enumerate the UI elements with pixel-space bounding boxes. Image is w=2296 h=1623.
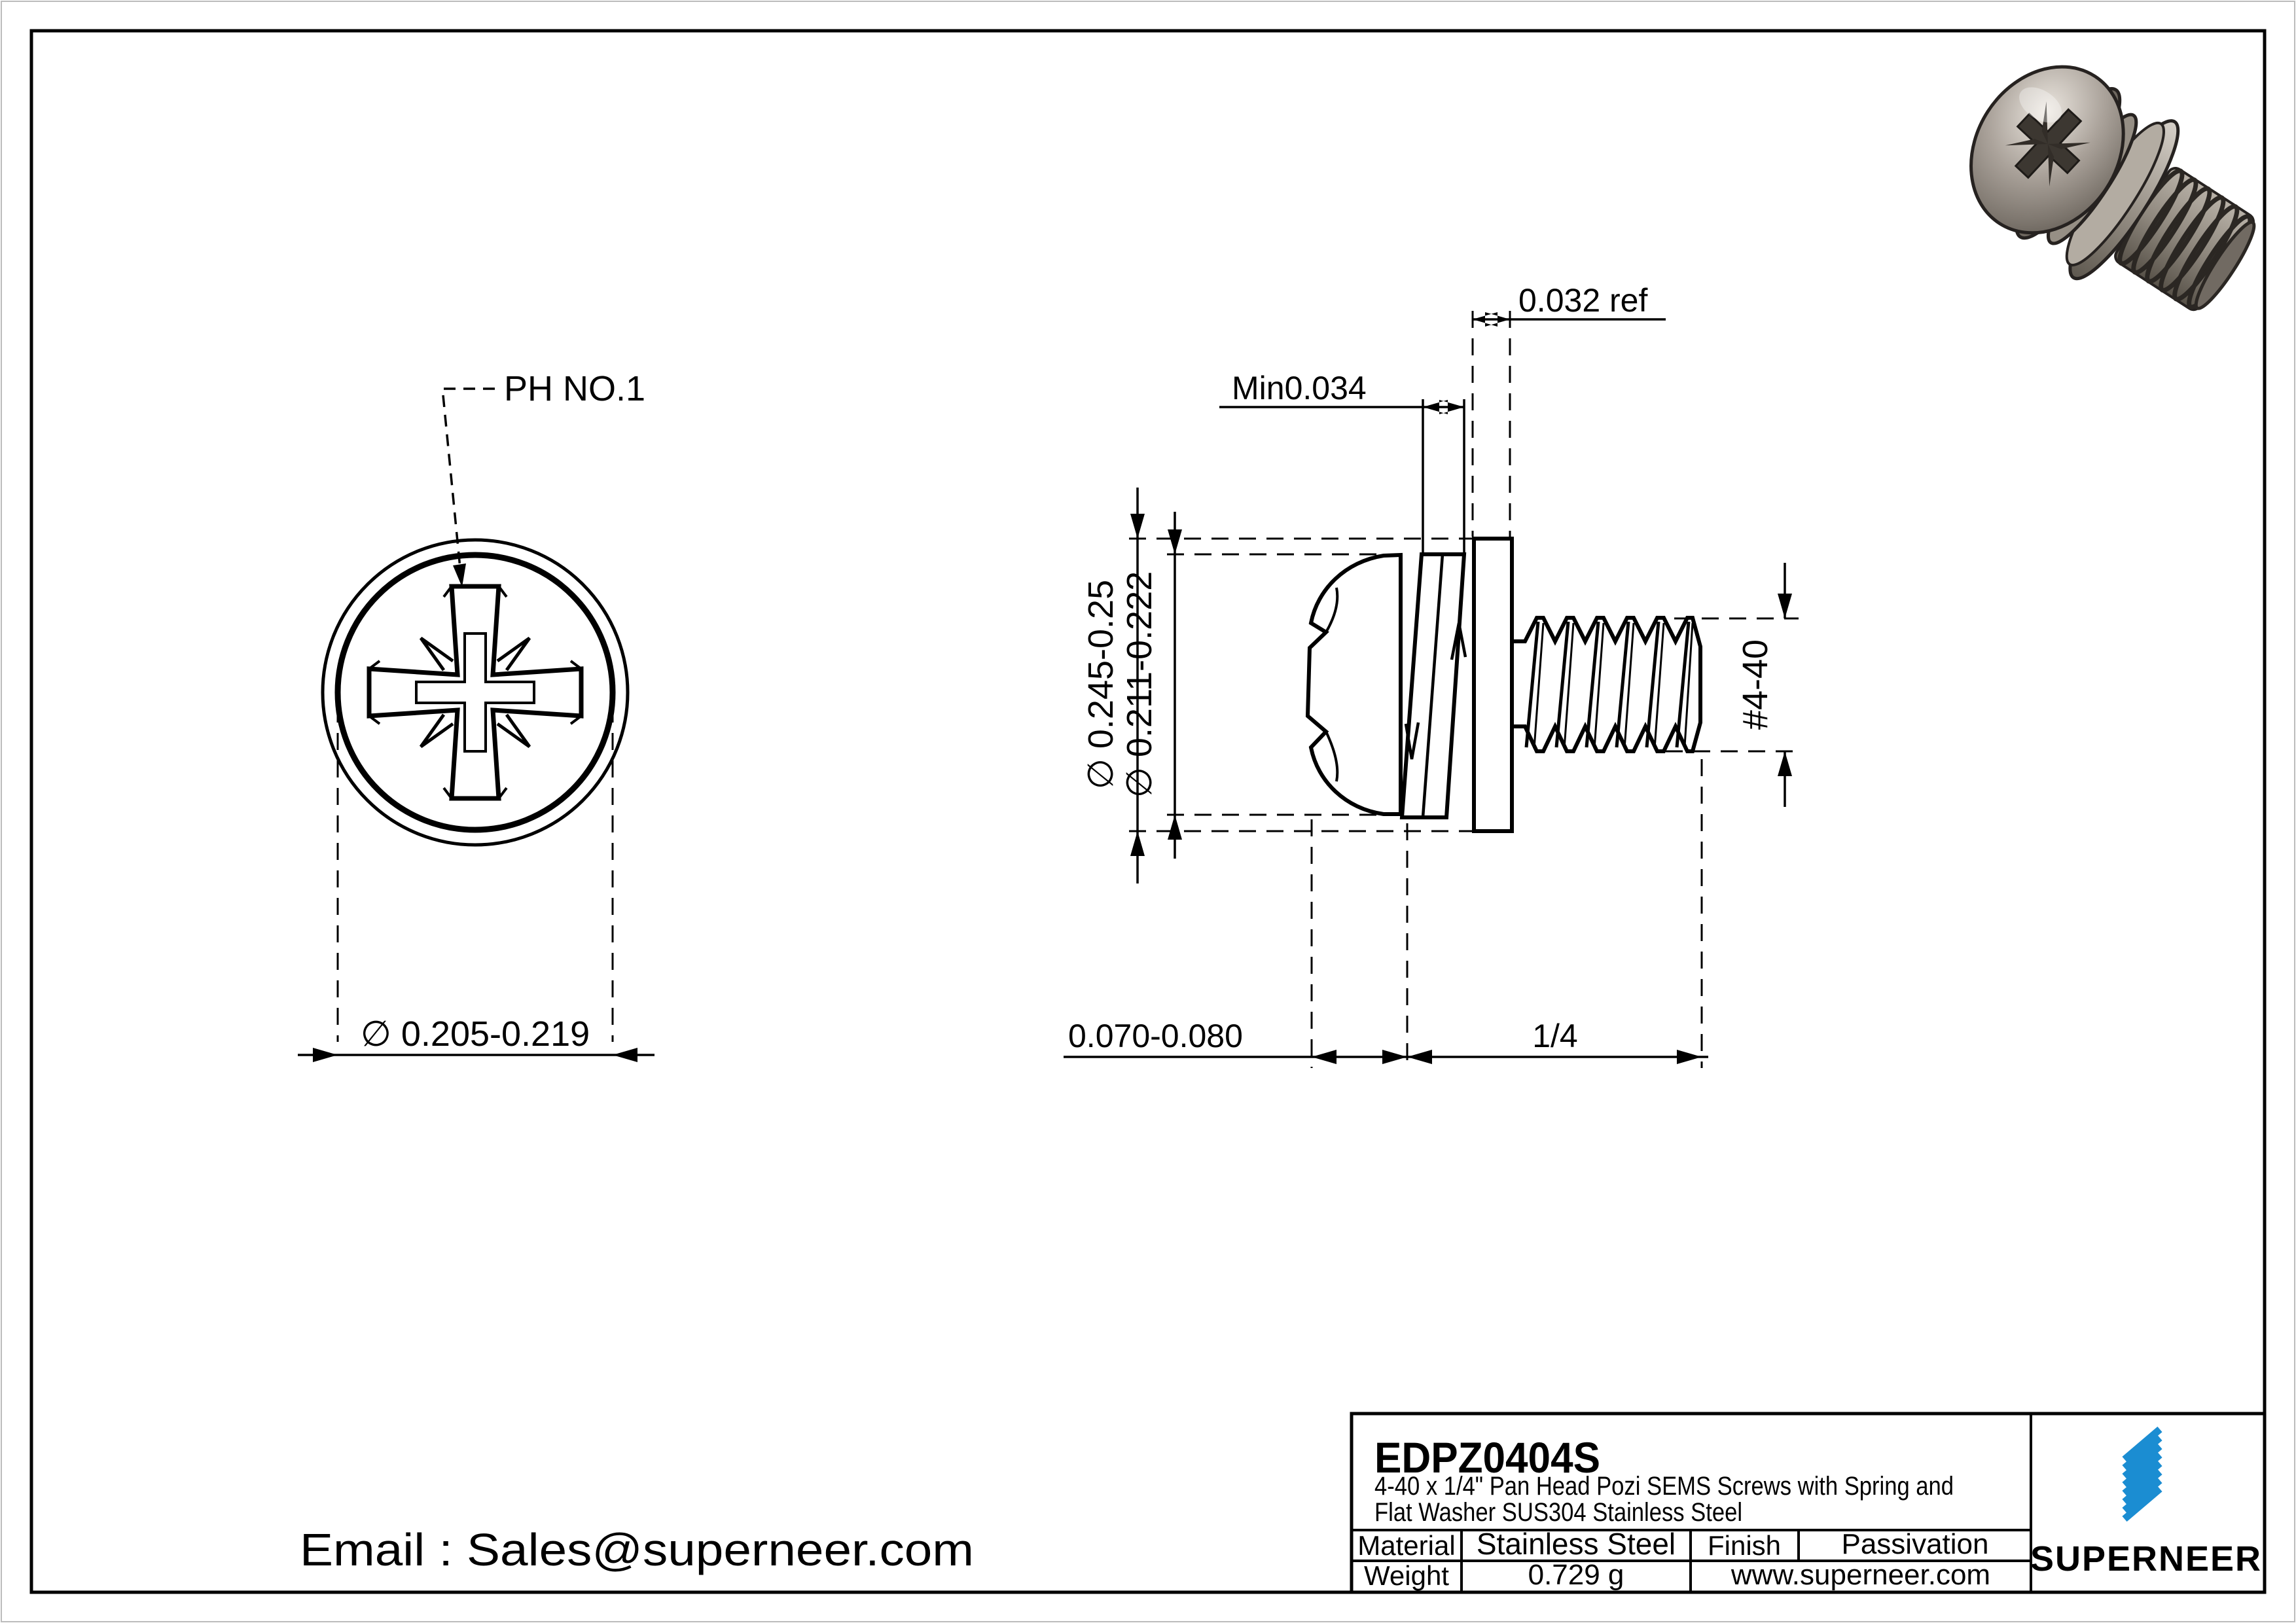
head-height-text: 0.070-0.080	[1068, 1018, 1243, 1054]
extension-lines	[1422, 399, 1465, 553]
recess-profile-lines	[1325, 587, 1339, 782]
dimension-arrows	[1423, 400, 1464, 414]
spring-washer	[1399, 552, 1467, 819]
head-diameter-dimension: ∅ 0.205-0.219	[298, 705, 655, 1062]
title-block: EDPZ0404S 4-40 x 1/4" Pan Head Pozi SEMS…	[1350, 1412, 2267, 1594]
dimension-arrows	[1778, 594, 1792, 776]
pozi-cross	[367, 584, 584, 801]
length-dimensions: 0.070-0.080 1/4	[1064, 759, 1708, 1068]
pan-head-outline	[1305, 552, 1403, 816]
drive-label: PH NO.1	[504, 369, 645, 408]
title-block-frame	[1350, 1412, 2267, 1594]
thread-size-text: #4-40	[1736, 639, 1775, 730]
washer-thickness-dimension: 0.032 ref	[1471, 282, 1666, 537]
washer-od-text: ∅ 0.245-0.25	[1081, 580, 1121, 789]
thread-flank-lines	[1524, 621, 1691, 748]
head-outline-circle	[334, 552, 616, 833]
spring-coil-line	[1421, 554, 1444, 818]
pozi-cross-outline	[367, 584, 584, 801]
render-pozi-recess	[2005, 101, 2090, 187]
product-render-3d	[1969, 65, 2256, 312]
render-highlight	[2019, 87, 2062, 123]
front-view: PH NO.1 ∅ 0.205-0.219	[298, 369, 655, 1062]
material-label: Material	[1357, 1530, 1455, 1561]
extension-lines	[1471, 311, 1511, 537]
render-shank-end	[2194, 220, 2256, 310]
title-block-grid-lines	[1352, 1414, 2032, 1592]
finish-label: Finish	[1708, 1530, 1781, 1561]
extension-lines	[1129, 537, 1476, 832]
extension-lines	[1167, 553, 1381, 816]
email-text: Email : Sales@superneer.com	[300, 1524, 974, 1575]
extension-lines	[336, 705, 614, 1042]
weight-label: Weight	[1364, 1560, 1449, 1591]
threaded-shank	[1510, 616, 1702, 753]
leader-arrowhead	[453, 563, 466, 587]
superneer-logo: SUPERNEER	[2030, 1426, 2262, 1578]
spring-min-dimension: Min0.034	[1219, 370, 1465, 553]
logo-stripes-icon	[2122, 1426, 2162, 1522]
description-line2: Flat Washer SUS304 Stainless Steel	[1374, 1498, 1742, 1527]
brand-name: SUPERNEER	[2030, 1539, 2262, 1578]
screw-head-profile	[1305, 552, 1403, 816]
pozi-tip-flares	[368, 585, 583, 800]
head-od-dimension: ∅ 0.211-0.222	[1120, 512, 1381, 859]
pozi-cross-inner-line	[415, 632, 535, 753]
spring-coil-gaps	[1404, 622, 1467, 760]
weight-value: 0.729 g	[1528, 1559, 1624, 1591]
material-value: Stainless Steel	[1477, 1527, 1676, 1561]
washer-thickness-text: 0.032 ref	[1518, 282, 1647, 319]
flat-washer-profile	[1472, 537, 1514, 833]
spring-min-text: Min0.034	[1232, 370, 1367, 406]
website-link[interactable]: www.superneer.com	[1731, 1559, 1990, 1591]
drive-leader: PH NO.1	[441, 369, 645, 587]
thread-length-text: 1/4	[1532, 1018, 1578, 1054]
thread-size-dimension: #4-40	[1666, 563, 1799, 807]
finish-value: Passivation	[1841, 1528, 1988, 1560]
drawing-border-frame	[29, 29, 2267, 1594]
side-view: ∅ 0.245-0.25 ∅ 0.211-0.222 Min0.034 0.03…	[1064, 282, 1799, 1068]
thread-outline	[1510, 616, 1702, 753]
dimension-arrows	[1473, 312, 1510, 327]
head-od-text: ∅ 0.211-0.222	[1120, 571, 1159, 798]
dimension-arrows	[1312, 1050, 1702, 1064]
thread-flank-lines-thin	[1533, 622, 1694, 749]
extension-lines	[1310, 759, 1703, 1068]
render-thread-ridges	[2117, 168, 2253, 310]
description-line1: 4-40 x 1/4" Pan Head Pozi SEMS Screws wi…	[1374, 1472, 1954, 1501]
head-dia-text: ∅ 0.205-0.219	[361, 1014, 590, 1054]
extension-lines	[1666, 617, 1799, 753]
washer-od-dimension: ∅ 0.245-0.25	[1081, 488, 1476, 883]
washer-outline-circle	[321, 538, 630, 847]
pozi-diagonal-spikes	[419, 636, 531, 749]
part-number: EDPZ0404S	[1374, 1433, 1600, 1482]
